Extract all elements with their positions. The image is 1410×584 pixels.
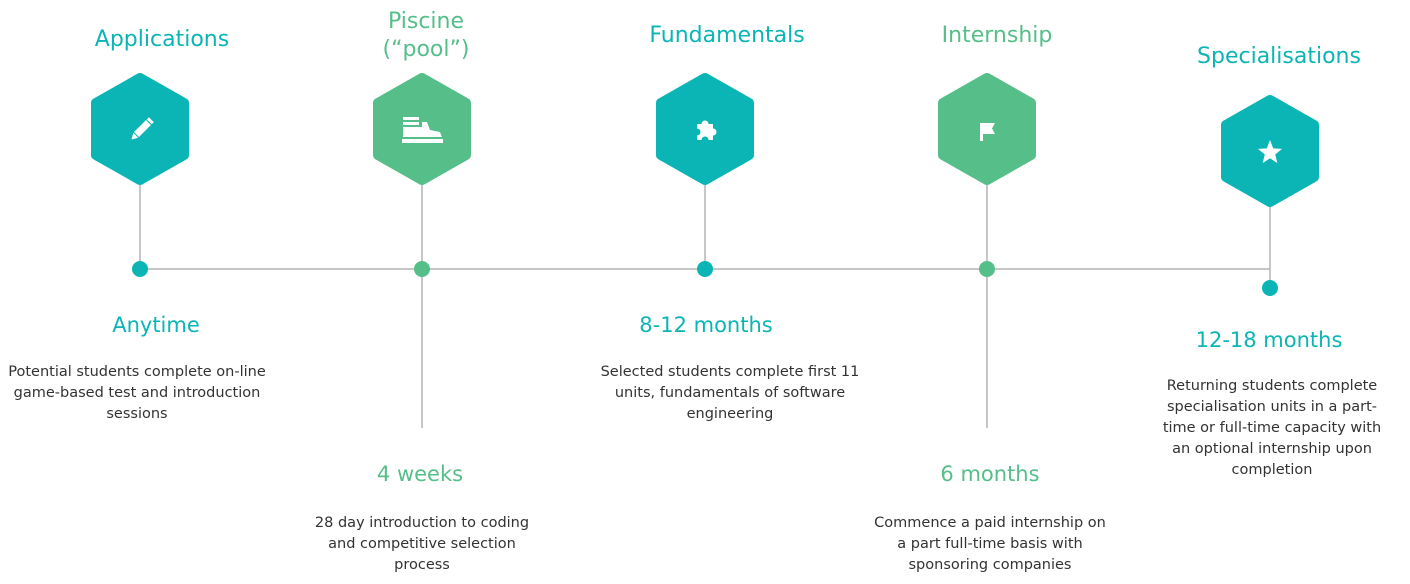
timeline-dot-1 bbox=[132, 261, 148, 277]
stage-title-fundamentals: Fundamentals bbox=[649, 23, 805, 48]
stage-description-fundamentals: Selected students complete first 11 unit… bbox=[600, 364, 860, 422]
flag-icon bbox=[980, 123, 995, 141]
puzzle-icon bbox=[693, 120, 717, 144]
stage-title-piscine: Piscine (“pool”) bbox=[382, 9, 470, 62]
timeline-dot-2 bbox=[414, 261, 430, 277]
stage-description-applications: Potential students complete on-line game… bbox=[8, 364, 266, 422]
stage-3-hexagon bbox=[655, 70, 755, 194]
stage-5-hexagon bbox=[1220, 92, 1320, 216]
stage-title-internship: Internship bbox=[941, 23, 1053, 48]
stage-period-4-weeks: 4 weeks bbox=[376, 462, 464, 486]
sneaker-icon bbox=[402, 117, 443, 143]
stage-4-hexagon bbox=[937, 70, 1037, 194]
stage-period-anytime: Anytime bbox=[112, 313, 200, 337]
stage-period-8-12-months: 8-12 months bbox=[639, 313, 773, 337]
stage-description-piscine: 28 day introduction to coding and compet… bbox=[314, 515, 530, 573]
pencil-icon bbox=[131, 117, 154, 140]
star-icon bbox=[1258, 140, 1282, 164]
timeline-dot-5 bbox=[1262, 280, 1278, 296]
stage-period-6-months: 6 months bbox=[940, 462, 1040, 486]
stage-1-hexagon bbox=[90, 70, 190, 194]
stage-2-hexagon bbox=[372, 70, 472, 194]
timeline-dot-3 bbox=[697, 261, 713, 277]
stage-title-applications: Applications bbox=[94, 27, 230, 52]
stage-description-specialisations: Returning students complete specialisati… bbox=[1162, 378, 1382, 478]
stage-description-internship: Commence a paid internship on a part ful… bbox=[874, 515, 1106, 573]
stage-title-specialisations: Specialisations bbox=[1197, 44, 1361, 69]
timeline-dot-4 bbox=[979, 261, 995, 277]
stage-period-12-18-months: 12-18 months bbox=[1195, 328, 1343, 352]
